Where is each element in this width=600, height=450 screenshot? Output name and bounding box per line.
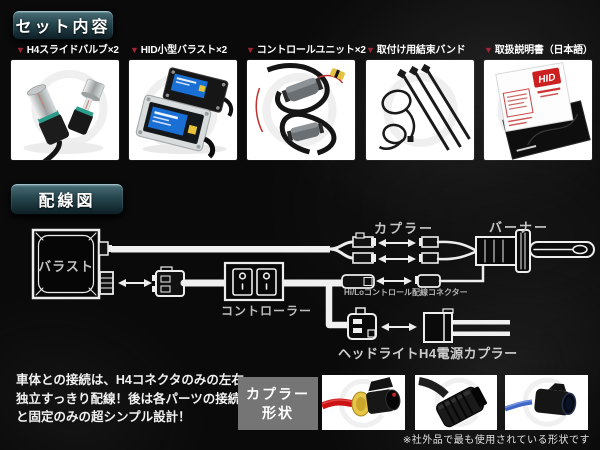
black-coupler-illustration (418, 377, 487, 428)
ballast-front-unit (135, 94, 216, 159)
photo-black-coupler (415, 375, 497, 430)
label-hilo-connector: Hi/Loコントロール配線コネクター (344, 288, 468, 297)
item-label-cable-ties: ▼取付け用結束バンド (366, 45, 466, 56)
black-connector-body (436, 386, 487, 428)
h4-bulbs-illustration (23, 70, 108, 160)
igniter-unit (281, 77, 324, 103)
label-coupler: カプラー (374, 221, 435, 236)
manual-sheet: HID (495, 61, 574, 133)
watermark (383, 73, 458, 147)
item-label-ballast: ▼HID小型バラスト×2 (130, 45, 227, 56)
label-headlight-coupler: ヘッドライトH4電源カプラー (338, 346, 518, 361)
photo-hid-ballast (129, 60, 237, 160)
label-ballast: バラスト (38, 259, 94, 274)
photo-control-units (247, 60, 355, 160)
coupler-shape-note: ※社外品で最も使用されている形状です (402, 435, 590, 446)
ballast-box (31, 228, 101, 300)
watermark (262, 73, 337, 147)
description-line: 独立すっきり配線！後は各パーツの接続 (16, 391, 241, 406)
burner (475, 229, 595, 273)
coupler-pair-top (352, 232, 477, 252)
ballast-back-unit (162, 67, 234, 117)
wiring-diagram (31, 228, 595, 343)
description-line: 車体との接続は、H4コネクタのみの左右 (16, 373, 244, 387)
label-controller: コントローラー (221, 304, 313, 318)
red-triangle-icon: ▼ (130, 45, 139, 55)
blue-coupler-illustration (505, 377, 577, 427)
description-line: と固定のみの超シンプル設計！ (16, 410, 191, 424)
ballast-illustration (135, 67, 234, 159)
ballast-bottom-connector (99, 266, 185, 297)
h4-bulb-right (67, 78, 105, 135)
yellow-connector (330, 68, 345, 80)
ballast-output-wire (98, 240, 354, 260)
item-label-manual: ▼取扱説明書（日本語） (484, 45, 593, 56)
hilo-connectors (341, 264, 485, 289)
red-coupler-illustration (322, 377, 401, 428)
black-connector-body (534, 383, 577, 416)
red-triangle-icon: ▼ (484, 45, 493, 55)
description-text: 車体との接続は、H4コネクタのみの左右 独立すっきり配線！後は各パーツの接続 と… (16, 371, 244, 427)
photo-red-wire-coupler (322, 375, 405, 430)
photo-instruction-manual: HID (484, 60, 592, 160)
section-header-wiring-diagram: 配線図 (10, 183, 124, 215)
photo-h4-slide-bulbs (11, 60, 119, 160)
watermark (434, 377, 480, 427)
controller-box (223, 261, 285, 302)
h4-power-couplers (347, 307, 510, 343)
section-header-set-contents: セット内容 (12, 10, 114, 40)
cable-ties-illustration (378, 63, 471, 151)
photo-blue-wire-coupler (505, 375, 588, 430)
control-unit-illustration (255, 63, 345, 156)
label-burner: バーナー (489, 220, 550, 235)
black-connector-body (366, 377, 401, 414)
photo-cable-ties (366, 60, 474, 160)
red-triangle-icon: ▼ (246, 45, 255, 55)
hid-logo-text: HID (537, 72, 556, 86)
red-triangle-icon: ▼ (366, 45, 375, 55)
red-triangle-icon: ▼ (16, 45, 25, 55)
coupler-shape-title: カプラー 形状 (238, 377, 318, 430)
branch-wire (325, 282, 352, 329)
manual-illustration: HID (495, 61, 591, 160)
coupler-pair-bottom (352, 250, 477, 264)
h4-bulb-left (27, 84, 70, 160)
igniter-unit (286, 122, 325, 142)
item-label-control-unit: ▼コントロールユニット×2 (246, 45, 366, 56)
item-label-h4-bulbs: ▼H4スライドバルブ×2 (16, 45, 119, 56)
